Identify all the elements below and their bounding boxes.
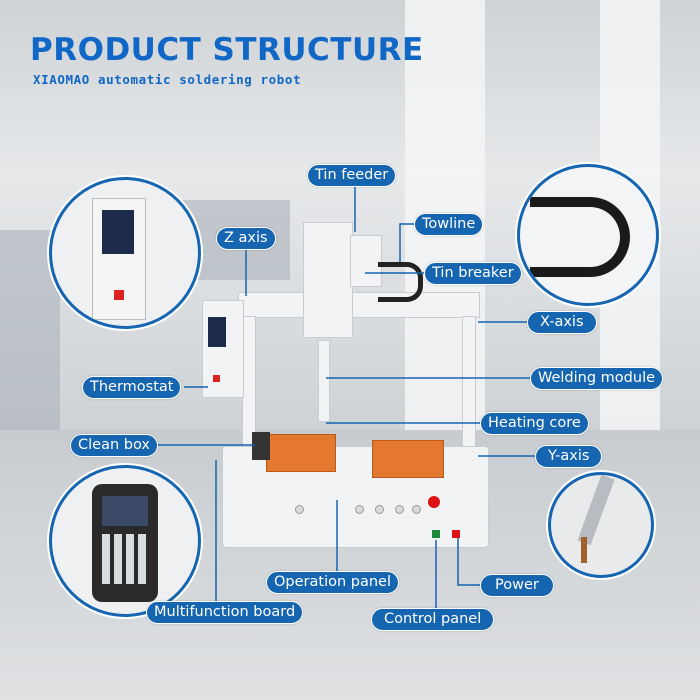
- label-tin-breaker: Tin breaker: [424, 262, 522, 285]
- power-switch: [452, 530, 460, 538]
- label-thermostat: Thermostat: [82, 376, 182, 399]
- detail-circle-heating-core: [548, 472, 654, 578]
- x-axis-beam: [238, 292, 480, 318]
- thermostat-switch: [213, 375, 220, 382]
- label-z-axis: Z axis: [216, 227, 276, 250]
- towline-chain: [378, 262, 423, 302]
- label-clean-box: Clean box: [70, 434, 158, 457]
- operation-button: [395, 505, 404, 514]
- operation-button: [375, 505, 384, 514]
- label-multifunction-board: Multifunction board: [146, 601, 304, 624]
- emergency-stop-button: [428, 496, 440, 508]
- leader-line-towline: [399, 223, 414, 262]
- label-operation-panel: Operation panel: [266, 571, 399, 594]
- leader-line-power: [457, 538, 480, 586]
- operation-button: [412, 505, 421, 514]
- label-power: Power: [480, 574, 554, 597]
- label-y-axis: Y-axis: [535, 445, 603, 468]
- y-axis-plate-right: [372, 440, 444, 478]
- clean-box: [252, 432, 270, 460]
- label-heating-core: Heating core: [480, 412, 589, 435]
- label-tin-feeder: Tin feeder: [307, 164, 397, 187]
- thermostat-box: [202, 300, 244, 398]
- operation-button: [295, 505, 304, 514]
- detail-circle-towline: [517, 164, 659, 306]
- detail-circle-handheld-controller: [49, 465, 201, 617]
- label-x-axis: X-axis: [527, 311, 597, 334]
- y-axis-plate-left: [266, 434, 336, 472]
- label-control-panel: Control panel: [371, 608, 495, 631]
- control-switch: [432, 530, 440, 538]
- welding-module: [318, 340, 330, 422]
- tin-feeder-unit: [350, 235, 382, 287]
- label-welding-module: Welding module: [530, 367, 664, 390]
- detail-circle-thermostat: [49, 177, 201, 329]
- page-title: PRODUCT STRUCTURE: [30, 32, 424, 68]
- operation-button: [355, 505, 364, 514]
- label-towline: Towline: [414, 213, 484, 236]
- thermostat-screen: [208, 317, 226, 347]
- page-subtitle: XIAOMAO automatic soldering robot: [33, 72, 302, 87]
